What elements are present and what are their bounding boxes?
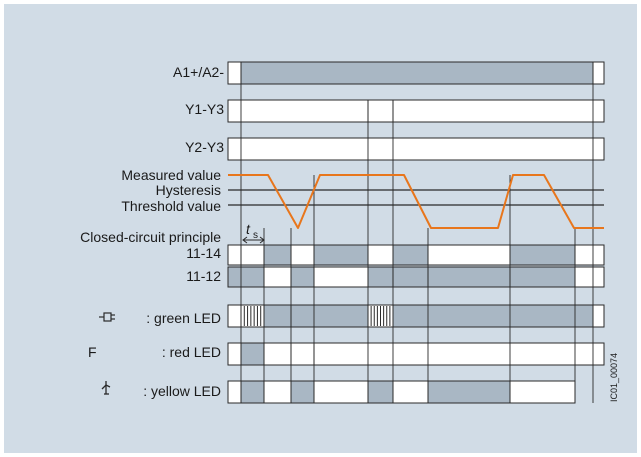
label-contact-11-12: 11-12 <box>186 268 221 284</box>
row-green_led <box>227 304 605 328</box>
segment-off <box>574 244 605 266</box>
row-yellow_led <box>227 380 576 404</box>
segment-off <box>313 266 369 288</box>
segment-on <box>263 304 292 328</box>
label-a1a2: A1+/A2- <box>173 64 224 80</box>
label-yellow-led: : yellow LED <box>143 383 221 399</box>
segment-off <box>227 342 242 366</box>
segment-off <box>313 342 605 366</box>
segment-off <box>592 61 605 85</box>
label-closed-circuit-principle: Closed-circuit principle <box>80 229 221 245</box>
segment-off <box>227 304 242 328</box>
segment-on <box>290 380 315 404</box>
label-threshold-value: Threshold value <box>121 198 221 214</box>
row-a1a2 <box>227 61 605 85</box>
ts-label: t <box>246 221 251 237</box>
segment-off <box>227 61 242 85</box>
segment-off <box>263 266 292 288</box>
segment-on <box>227 266 265 288</box>
segment-on <box>392 266 429 288</box>
label-hysteresis: Hysteresis <box>156 182 221 198</box>
label-y1y3: Y1-Y3 <box>185 101 224 117</box>
segment-on <box>392 244 429 266</box>
segment-off <box>367 99 394 123</box>
segment-off <box>392 99 605 123</box>
segment-off <box>574 266 605 288</box>
ts-subscript: s <box>253 230 258 241</box>
lightning-relay-icon <box>101 381 111 395</box>
segment-off <box>367 244 394 266</box>
document-id: IC01_00074 <box>609 353 619 402</box>
segment-off <box>227 137 605 161</box>
row-red_led <box>227 342 605 366</box>
row-c1114 <box>227 244 605 266</box>
segment-on <box>263 244 292 266</box>
segment-off <box>227 99 369 123</box>
segment-on <box>290 266 315 288</box>
label-red-led-letter: F <box>88 344 97 360</box>
segment-on <box>367 380 394 404</box>
segment-off <box>240 244 265 266</box>
segment-off <box>263 342 292 366</box>
row-y1y3 <box>227 99 605 123</box>
label-red-led: : red LED <box>162 344 221 360</box>
segment-on <box>313 244 369 266</box>
label-y2y3: Y2-Y3 <box>185 139 224 155</box>
segment-on <box>509 244 576 266</box>
segment-off <box>263 380 292 404</box>
segment-off <box>290 342 315 366</box>
label-measured-value: Measured value <box>121 167 221 183</box>
segment-off <box>227 380 242 404</box>
segment-on <box>427 266 511 288</box>
segment-on <box>240 380 265 404</box>
segment-off <box>290 244 315 266</box>
segment-on <box>392 304 594 328</box>
segment-off <box>509 380 576 404</box>
segment-on <box>509 266 576 288</box>
segment-on <box>240 342 265 366</box>
plug-icon <box>99 312 115 322</box>
row-y2y3 <box>227 137 605 161</box>
segment-off <box>227 244 242 266</box>
segment-off <box>313 380 369 404</box>
event-lines <box>240 62 594 403</box>
segment-on <box>290 304 369 328</box>
measured-value-curve <box>228 174 604 229</box>
ts-marker: t s <box>242 221 265 244</box>
segment-off <box>427 244 511 266</box>
label-green-led: : green LED <box>146 310 221 326</box>
segment-off <box>592 304 605 328</box>
segment-on <box>427 380 511 404</box>
segment-off <box>392 380 429 404</box>
label-contact-11-14: 11-14 <box>186 245 221 261</box>
row-c1112 <box>227 266 605 288</box>
timing-rows <box>227 61 605 404</box>
segment-on <box>240 61 594 85</box>
segment-on <box>367 266 394 288</box>
